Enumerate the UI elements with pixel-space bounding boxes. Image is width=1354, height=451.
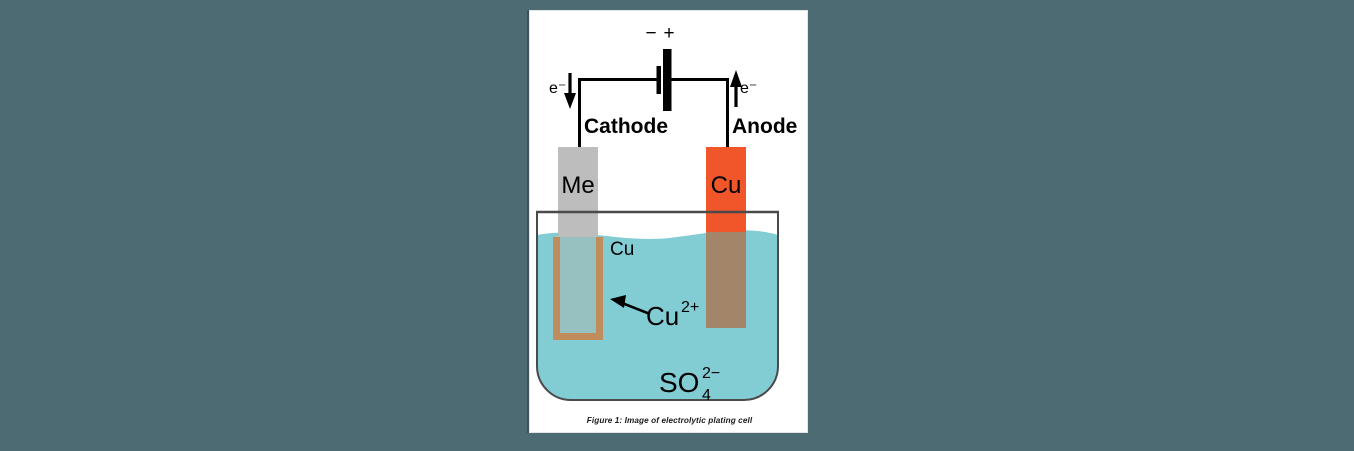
cathode-body-above-liquid — [558, 147, 598, 240]
cation-label: Cu — [646, 301, 679, 331]
electron-flow-right: e⁻ — [730, 70, 757, 107]
positive-sign-label: + — [663, 23, 674, 44]
battery-polarity-labels: − + — [645, 23, 674, 44]
anode-body-above-liquid — [706, 147, 746, 234]
electron-label-right: e⁻ — [740, 80, 757, 97]
cation-charge-label: 2+ — [681, 299, 699, 316]
electron-arrow-right-head — [730, 70, 742, 87]
electron-label-left: e⁻ — [549, 80, 566, 97]
anion-label-group: SO 4 2− — [659, 365, 720, 404]
negative-sign-label: − — [645, 23, 656, 44]
figure-caption: Figure 1: Image of electrolytic plating … — [586, 416, 753, 425]
ion-pointer-arrow — [610, 295, 651, 316]
battery-positive-plate — [663, 49, 672, 111]
cathode-copper-plating — [553, 237, 603, 340]
circuit-wiring — [578, 78, 729, 148]
electron-arrow-left-head — [564, 93, 576, 109]
anode-electrode: Cu — [706, 147, 746, 328]
anion-charge-label: 2− — [702, 365, 720, 382]
cathode-body-submerged — [558, 237, 598, 335]
electrolytic-cell-figure: − + e⁻ e⁻ Cathode Anode — [530, 11, 809, 434]
anion-subscript-label: 4 — [702, 387, 711, 404]
battery-negative-plate — [656, 66, 661, 94]
beaker-outline — [536, 211, 779, 401]
anion-label: SO — [659, 367, 699, 398]
anode-material-label: Cu — [711, 172, 742, 199]
cathode-electrode: Me — [553, 147, 603, 340]
cathode-material-label: Me — [561, 172, 594, 199]
document-page: − + e⁻ e⁻ Cathode Anode — [529, 10, 808, 433]
anode-body-submerged — [706, 232, 746, 328]
cathode-heading: Cathode — [584, 115, 668, 138]
dc-power-source — [656, 49, 672, 111]
anode-heading: Anode — [732, 115, 797, 138]
document-spine — [527, 10, 529, 433]
plating-callout-label: Cu — [610, 239, 634, 260]
cation-label-group: Cu 2+ — [646, 299, 699, 331]
electron-flow-left: e⁻ — [549, 73, 576, 109]
